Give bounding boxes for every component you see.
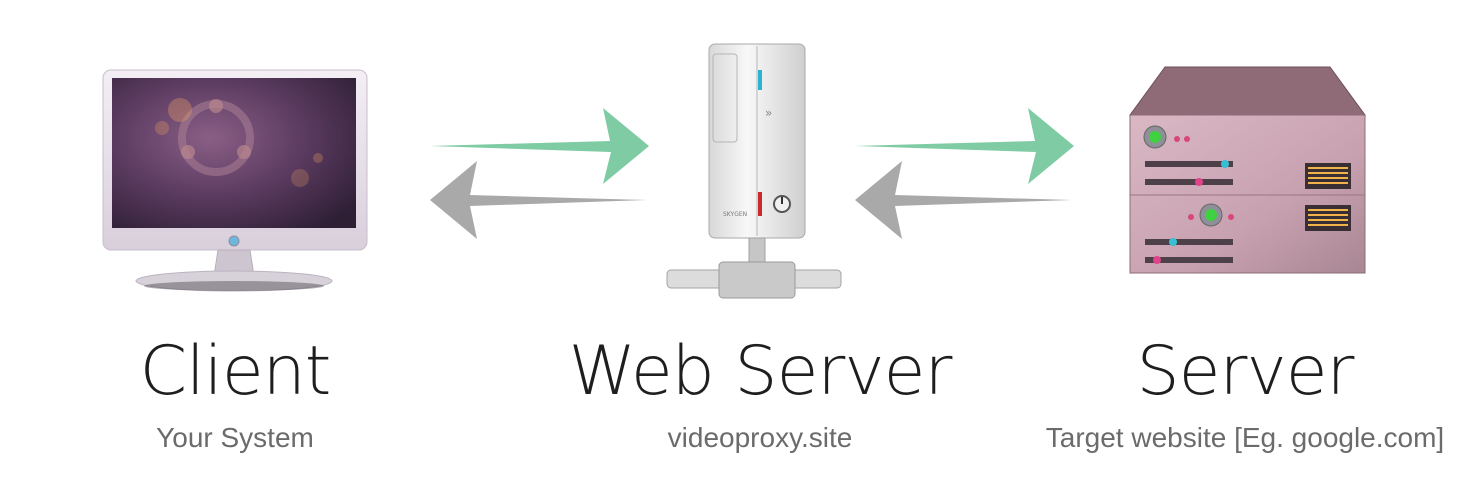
brand-label: SKYGEN [723, 211, 747, 218]
client-subtitle: Your System [85, 422, 385, 454]
web-server-tower-icon: » SKYGEN [665, 42, 845, 302]
web-server-subtitle: videoproxy.site [560, 422, 960, 454]
response-arrow-webserver-to-client [425, 155, 655, 245]
target-server-rack-icon [1125, 65, 1370, 280]
response-arrow-server-to-webserver [850, 155, 1080, 245]
web-server-title: Web Server [560, 332, 960, 411]
server-title: Server [1095, 332, 1395, 411]
client-monitor-icon [100, 68, 370, 293]
svg-text:»: » [765, 106, 772, 120]
server-subtitle: Target website [Eg. google.com] [1025, 422, 1465, 454]
client-title: Client [85, 332, 385, 411]
